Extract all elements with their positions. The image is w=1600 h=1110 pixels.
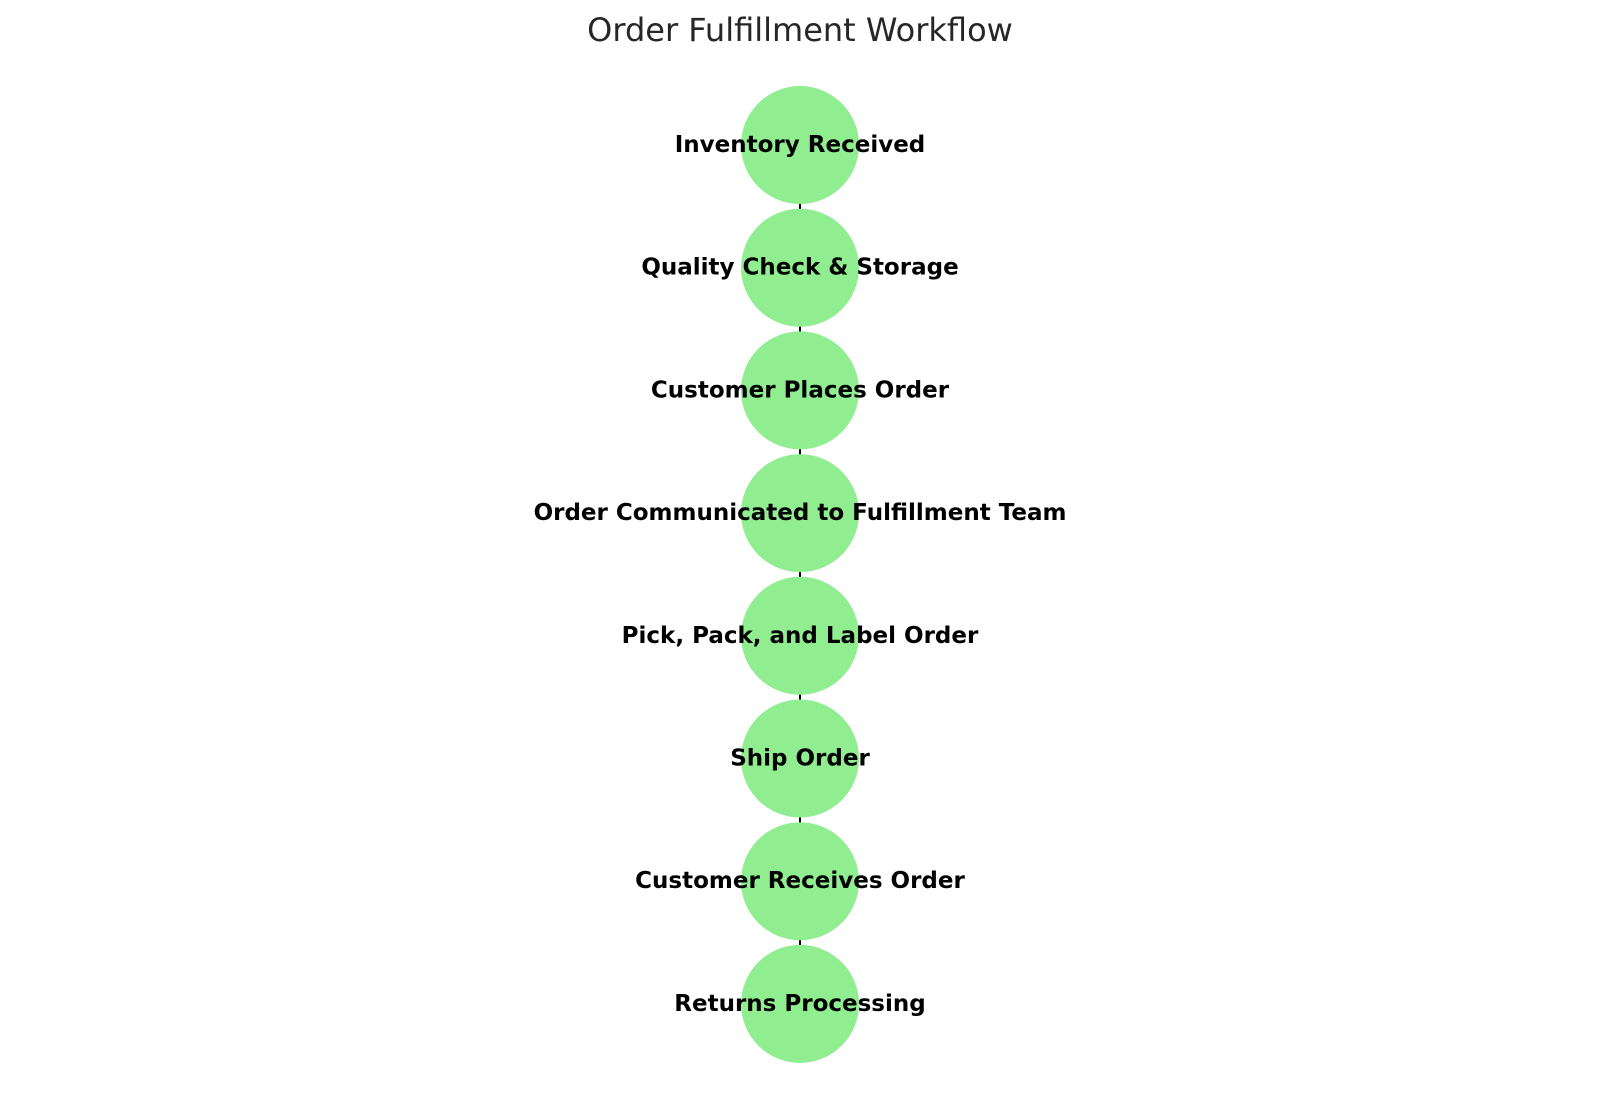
- workflow-node: Order Communicated to Fulfillment Team: [534, 454, 1067, 573]
- node-circle: [741, 699, 859, 818]
- workflow-node: Returns Processing: [674, 944, 926, 1063]
- workflow-node: Inventory Received: [675, 86, 926, 204]
- workflow-node: Customer Receives Order: [635, 822, 965, 941]
- node-label: Ship Order: [730, 746, 870, 772]
- node-label: Order Communicated to Fulfillment Team: [534, 500, 1067, 526]
- node-circle: [741, 454, 859, 573]
- node-label: Inventory Received: [675, 132, 926, 158]
- node-circle: [741, 576, 859, 695]
- node-circle: [741, 944, 859, 1063]
- workflow-node: Customer Places Order: [651, 331, 950, 450]
- diagram-title: Order Fulfillment Workflow: [587, 11, 1013, 49]
- node-circle: [741, 86, 859, 204]
- node-label: Pick, Pack, and Label Order: [622, 623, 979, 649]
- node-label: Customer Receives Order: [635, 868, 965, 894]
- node-label: Quality Check & Storage: [641, 255, 958, 281]
- node-circle: [741, 208, 859, 327]
- node-circle: [741, 822, 859, 941]
- workflow-node: Quality Check & Storage: [641, 208, 959, 327]
- node-label: Customer Places Order: [651, 377, 950, 403]
- node-circle: [741, 331, 859, 450]
- workflow-node: Pick, Pack, and Label Order: [622, 576, 979, 695]
- workflow-node: Ship Order: [730, 699, 870, 818]
- node-label: Returns Processing: [674, 991, 925, 1017]
